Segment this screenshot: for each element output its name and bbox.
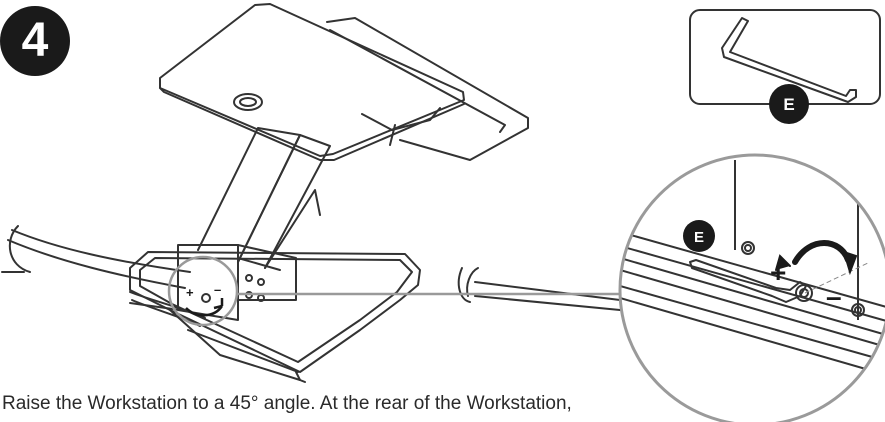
tool-label-circle xyxy=(769,84,809,124)
loosen-minus-sign: – xyxy=(826,281,842,312)
monitor-platform xyxy=(159,3,465,161)
bracket-minus-sign: – xyxy=(214,282,221,297)
tool-inset: E xyxy=(689,9,881,124)
tool-label: E xyxy=(783,95,794,114)
detail-inset: + – E xyxy=(618,153,885,422)
step-number-badge: 4 xyxy=(0,6,70,76)
detail-label: E xyxy=(694,229,704,246)
keyboard-tray xyxy=(326,17,529,161)
tighten-plus-sign: + xyxy=(770,257,786,288)
instruction-text: Raise the Workstation to a 45° angle. At… xyxy=(2,393,572,414)
detail-label-circle xyxy=(683,220,715,252)
rotate-arrow-icon xyxy=(775,240,858,276)
callout-pointer xyxy=(167,255,637,327)
workstation-column xyxy=(197,127,331,269)
workstation-base xyxy=(129,251,421,383)
allen-key-icon xyxy=(721,17,857,103)
allen-key-detail-icon xyxy=(689,259,807,303)
bracket-plus-sign: + xyxy=(186,285,194,300)
rotate-arrow-icon-small xyxy=(185,298,224,317)
desk-surface xyxy=(1,225,621,327)
